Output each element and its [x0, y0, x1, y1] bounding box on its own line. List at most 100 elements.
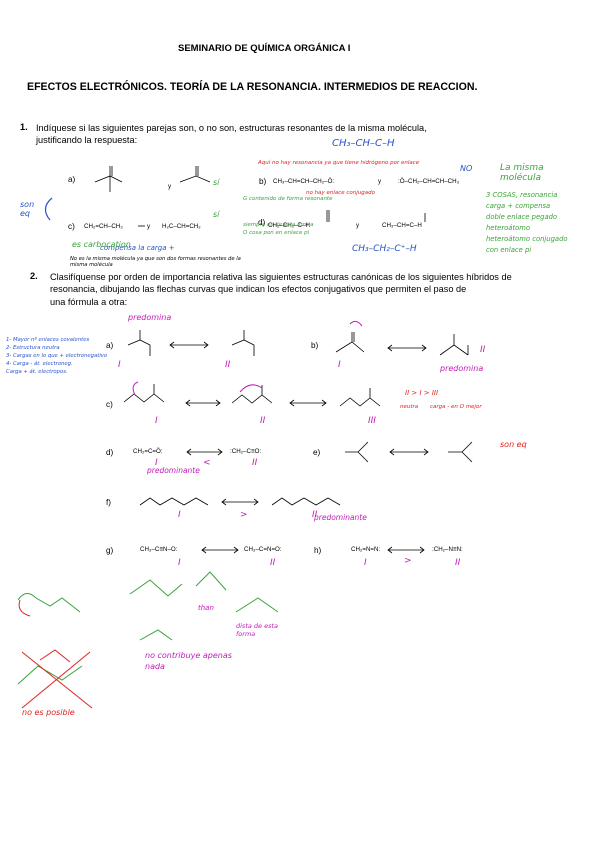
q2-label-f: f) — [106, 498, 112, 507]
reason-1: 3 COSAS, resonancia — [486, 191, 558, 199]
rule-2: 2- Estructura neutra — [6, 345, 60, 351]
rule-4: 4- Carga - át. electroneg. — [6, 361, 73, 367]
annot-q2-e-son-eq: son eq — [500, 440, 527, 449]
q1-d-y: y — [356, 222, 360, 229]
annot-q1-misma: La misma molécula — [500, 163, 544, 183]
q1-c-left: CH₂=CH–CH₃ — [84, 223, 123, 230]
q2-a-left-structure — [127, 330, 151, 356]
q2-label-a: a) — [106, 341, 114, 350]
q2-f-roman-i: I — [178, 510, 181, 520]
q2-h-greater: > — [404, 556, 412, 566]
q2-d-less: < — [203, 458, 211, 468]
annot-q1-d-note: G contenido de forma resonante siempre e… — [243, 195, 332, 237]
q2-c-roman-i: I — [155, 416, 158, 426]
q2-h-roman-i: I — [364, 558, 367, 568]
q2-label-h: h) — [314, 546, 322, 555]
q2-c-i-structure — [123, 384, 165, 403]
annot-q1-hydrogen: Aquí no hay resonancia ya que tiene hidr… — [258, 160, 420, 166]
q2-d-roman-ii: II — [252, 458, 258, 468]
q2-g-right: CH₃–C=N=O: — [244, 546, 282, 553]
q2-label-g: g) — [106, 546, 114, 555]
annot-q1-no-bond: no hay enlace conjugado — [306, 190, 375, 196]
q2-d-right: :CH₂–C≡O: — [230, 448, 262, 455]
q2-b-left-structure — [335, 332, 365, 353]
q1-label-b: b) — [259, 177, 267, 186]
annot-q2-c-carga: carga - en O mejor — [430, 404, 482, 410]
annot-q2-rules: 1- Mayor nº enlaces covalentes 2- Estruc… — [6, 336, 107, 376]
q2-a-right-structure — [231, 330, 255, 356]
q2-f-left-structure — [139, 497, 209, 506]
q1-label-d: d) — [258, 218, 266, 227]
seminar-title: SEMINARIO DE QUÍMICA ORGÁNICA I — [178, 43, 351, 54]
q2-c-roman-iii: III — [368, 416, 376, 426]
q2-e-right-structure — [448, 441, 473, 463]
annot-q1-c-compensa: compensa la carga + — [100, 244, 175, 252]
annot-bottom-than: than — [198, 604, 214, 612]
annot-q1-c-note: No es la misma molécula ya que son dos f… — [70, 256, 241, 268]
q2-text: Clasifíquense por orden de importancia r… — [50, 271, 560, 308]
annot-bottom-no-contribuye: no contribuye apenas nada — [145, 651, 232, 671]
q1-b-left: CH₃–CH=CH–CH₂–Ö: — [273, 178, 335, 185]
reason-6: con enlace pi — [486, 246, 532, 254]
q2-h-right: :CH₂–N≡N: — [432, 546, 463, 553]
q2-c-ii-structure — [231, 385, 273, 404]
annot-q1-top: CH₃–CH–C–H — [332, 138, 395, 149]
q1-text: Indíquese si las siguientes parejas son,… — [36, 122, 556, 147]
annot-q1-carbocation: es carbocation — [72, 240, 131, 249]
q2-a-roman-i: I — [118, 360, 121, 370]
q1-a-y: y — [168, 183, 172, 190]
q2-label-d: d) — [106, 448, 114, 457]
q1-a-right-structure — [179, 166, 211, 183]
q1-c-y: y — [147, 223, 151, 230]
q2-g-roman-i: I — [178, 558, 181, 568]
reason-5: heteroátomo conjugado — [486, 235, 568, 243]
q1-c-right: H₂C–CH=CH₂ — [162, 223, 201, 230]
annot-q1-son-eq: son eq — [20, 200, 35, 218]
q1-label-c: c) — [68, 222, 75, 231]
q1-a-left-structure — [94, 166, 123, 183]
q1-number: 1. — [20, 122, 28, 132]
annot-q1-d-bottom: CH₃–CH₂–C⁺–H — [352, 244, 417, 254]
q1-b-right: :Ö–CH₂–CH=CH–CH₃ — [398, 178, 460, 185]
handwritten-drawings-red — [18, 599, 93, 709]
rule-5: Carga + át. electropos. — [6, 369, 68, 375]
annot-q1-no: NO — [460, 164, 473, 173]
q2-label-b: b) — [311, 341, 319, 350]
handwritten-drawings-green — [17, 571, 279, 685]
rule-1: 1- Mayor nº enlaces covalentes — [6, 337, 90, 343]
q2-g-roman-ii: II — [270, 558, 276, 568]
annot-q1-si-c: sí — [213, 210, 220, 219]
annot-q2-c-neutra: neutra — [400, 404, 419, 410]
q1-text-line2: justificando la respuesta: — [36, 135, 138, 146]
q2-label-e: e) — [313, 448, 321, 457]
topic-title: EFECTOS ELECTRÓNICOS. TEORÍA DE LA RESON… — [27, 81, 478, 93]
q2-b-right-structure — [439, 334, 469, 356]
q2-f-roman-ii: II — [312, 510, 318, 520]
d-note-2: siempre es de esta forma — [243, 222, 314, 228]
q2-text-line1: Clasifíquense por orden de importancia r… — [50, 272, 512, 282]
annot-q2-d-predominante: predominante — [147, 466, 200, 475]
q2-h-roman-ii: II — [455, 558, 461, 568]
d-note-1: G contenido de forma resonante — [243, 196, 333, 202]
q2-h-left: CH₂=N=N: — [351, 546, 381, 553]
q1-label-a: a) — [68, 175, 76, 184]
rule-3: 3- Cargas en lo que + electronegativo — [6, 353, 108, 359]
q2-b-roman-ii: II — [480, 345, 486, 355]
q1-text-line1: Indíquese si las siguientes parejas son,… — [36, 123, 427, 133]
annot-bottom-dista: dista de esta forma — [236, 622, 279, 638]
q2-text-line2: resonancia, dibujando las flechas curvas… — [50, 284, 467, 295]
q2-number: 2. — [30, 271, 38, 281]
d-note-3: O cosa pon en enlace pi — [243, 230, 310, 236]
reason-4: heteroátomo — [486, 224, 531, 232]
q2-b-roman-i: I — [338, 360, 341, 370]
q1-d-carbonyl — [326, 210, 330, 222]
reason-3: doble enlace pegado — [486, 213, 558, 221]
q2-d-left: CH₂=C=Ö: — [133, 448, 163, 455]
q2-a-roman-ii: II — [225, 360, 231, 370]
q2-c-iii-structure — [339, 388, 381, 407]
q2-f-right-structure — [271, 497, 341, 506]
annot-q1-si-a: sí — [213, 178, 220, 187]
reason-2: carga + compensa — [486, 202, 551, 210]
q2-d-roman-i: I — [155, 458, 158, 468]
